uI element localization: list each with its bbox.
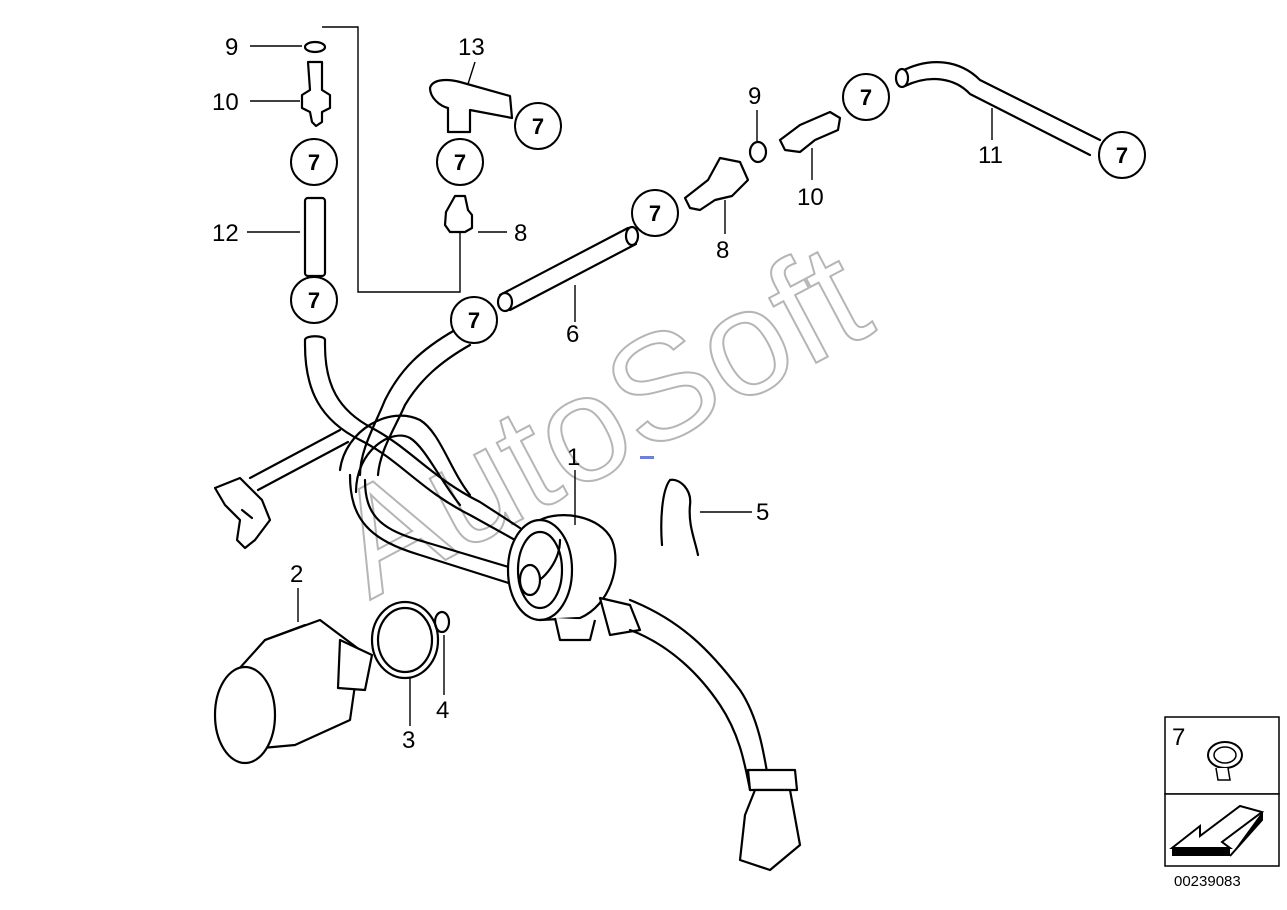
callout-8-right: 8 (716, 237, 729, 264)
callout-2: 2 (290, 561, 303, 588)
hose-end-cap (303, 335, 327, 345)
outlet-hose (628, 598, 802, 872)
left-valve-stack (300, 40, 332, 278)
svg-text:7: 7 (308, 150, 320, 175)
clip (660, 478, 700, 557)
callout-9-right: 9 (748, 83, 761, 110)
callout-labels: 9 10 12 13 8 6 1 5 2 3 4 8 9 10 11 (212, 34, 1003, 754)
ref-circle: 7 (1098, 131, 1146, 179)
callout-13: 13 (458, 34, 485, 61)
svg-text:7: 7 (860, 85, 872, 110)
ref-circle: 7 (450, 296, 498, 344)
callout-11: 11 (978, 142, 1003, 169)
watermark-text: AutoSoft (306, 210, 893, 628)
left-connector (213, 476, 272, 550)
watermark: AutoSoft (305, 209, 894, 629)
o-ring (433, 610, 451, 634)
assembly-link-line (322, 26, 461, 293)
svg-text:7: 7 (649, 201, 661, 226)
ref-circle: 7 (436, 138, 484, 186)
callout-4: 4 (436, 697, 449, 724)
callout-10-left: 10 (212, 89, 239, 116)
callout-1: 1 (567, 444, 580, 471)
callout-10-right: 10 (797, 184, 824, 211)
ref-circle: 7 (290, 138, 338, 186)
ref-circle: 7 (290, 276, 338, 324)
middle-elbow-stack (428, 78, 514, 234)
svg-text:7: 7 (454, 150, 466, 175)
legend-ref-label: 7 (1172, 724, 1185, 751)
ref-circle: 7 (514, 102, 562, 150)
callout-5: 5 (756, 499, 769, 526)
direction-arrow-icon (1169, 804, 1265, 857)
svg-text:7: 7 (308, 288, 320, 313)
callout-9-left: 9 (225, 34, 238, 61)
callout-3: 3 (402, 727, 415, 754)
hose-assembly (248, 328, 522, 587)
seal-ring (370, 600, 440, 680)
hose-clamp-icon (1207, 741, 1243, 781)
svg-text:7: 7 (1116, 143, 1128, 168)
ref-circle: 7 (631, 189, 679, 237)
filter-housing (506, 514, 642, 642)
seal-ring-inner (376, 606, 434, 674)
watermark-accent-mark (640, 456, 654, 459)
legend-box: 7 00239083 (1164, 716, 1280, 890)
callout-12: 12 (212, 220, 239, 247)
ref-circle: 7 (842, 73, 890, 121)
callout-6: 6 (566, 321, 579, 348)
filter-canister (213, 618, 374, 765)
reference-markers: 7 7 7 7 7 7 7 7 (290, 73, 1146, 344)
svg-text:7: 7 (532, 114, 544, 139)
right-valve-stack (683, 61, 1102, 212)
callout-8-middle: 8 (514, 220, 527, 247)
svg-text:7: 7 (468, 308, 480, 333)
diagonal-hose (496, 225, 640, 313)
leader-lines (247, 45, 993, 726)
diagram-code: 00239083 (1174, 873, 1241, 890)
